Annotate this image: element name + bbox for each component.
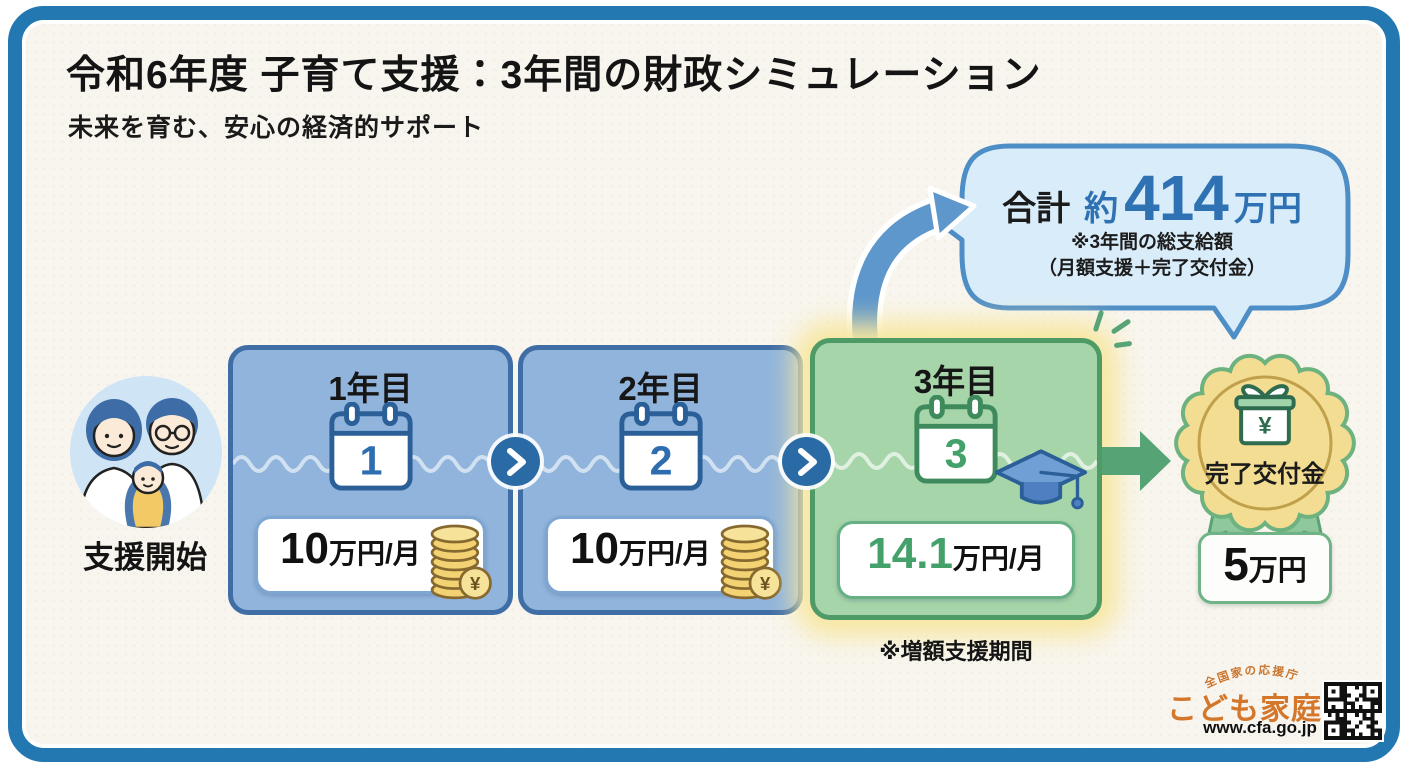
year-2-unit: 万円/月 [618, 538, 711, 569]
calendar-icon: 2 [618, 402, 703, 491]
year-2-label: 2年目 [618, 370, 703, 407]
family-illustration [70, 376, 222, 528]
completion-unit: 万円 [1248, 555, 1307, 587]
year-1-label: 1年目 [328, 370, 413, 407]
total-bubble-content: 合計 約 414 万円 ※3年間の総支給額 （月額支援＋完了交付金） [972, 162, 1332, 281]
year-2-card: 2年目 2 10 万円/月 ¥ [518, 345, 803, 615]
completion-badge: ¥ 完了交付金 5 万円 [1170, 348, 1360, 610]
year-3-amount-pill: 14.1 万円/月 [837, 521, 1075, 599]
coin-yen-symbol: ¥ [760, 573, 771, 594]
calendar-number: 3 [945, 430, 968, 476]
coin-stack-icon: ¥ [430, 524, 492, 600]
year-3-card: 3年目 3 14.1 万円/月 [810, 338, 1102, 620]
gift-yen-symbol: ¥ [1258, 413, 1272, 440]
year-3-unit: 万円/月 [952, 543, 1045, 574]
gift-icon: ¥ [1234, 384, 1296, 446]
completion-badge-label: 完了交付金 [1205, 461, 1325, 488]
total-note-line1: ※3年間の総支給額 [1070, 232, 1234, 253]
total-note-line2: （月額支援＋完了交付金） [1037, 257, 1266, 279]
support-start-label: 支援開始 [83, 540, 207, 575]
total-unit: 万円 [1233, 190, 1302, 228]
calendar-icon: 3 [914, 395, 998, 484]
year-2-amount: 10 [570, 524, 619, 573]
page-subtitle: 未来を育む、安心の経済的サポート [68, 114, 485, 142]
total-speech-bubble [939, 143, 1351, 340]
chevron-right-icon [491, 437, 540, 486]
page-title: 令和6年度 子育て支援：3年間の財政シミュレーション [66, 54, 1042, 97]
calendar-number: 1 [359, 437, 382, 483]
agency-url: www.cfa.go.jp [1203, 718, 1317, 737]
green-arrow-icon [1102, 431, 1171, 491]
coin-stack-icon: ¥ [720, 524, 782, 600]
year-1-unit: 万円/月 [328, 538, 421, 569]
year-3-amount: 14.1 [867, 529, 953, 578]
calendar-number: 2 [649, 437, 672, 483]
graduation-cap-icon [994, 449, 1088, 510]
sparkle-icon [1088, 309, 1138, 354]
agency-logo: こども家庭庁 [1167, 693, 1353, 726]
year-3-label: 3年目 [913, 363, 999, 400]
completion-amount: 5 [1223, 538, 1249, 590]
completion-amount-box: 5 万円 [1198, 532, 1332, 604]
total-amount: 414 [1124, 162, 1229, 234]
curved-arrow-icon [846, 186, 977, 346]
logo-arc-text: 全国家の応援庁 [1202, 663, 1299, 691]
total-approx: 約 [1084, 190, 1119, 228]
calendar-icon: 1 [328, 402, 413, 491]
total-amount-line: 合計 約 414 万円 [972, 162, 1332, 234]
year-1-card: 1年目 1 10 万円/月 ¥ [228, 345, 513, 615]
year-3-note: ※増額支援期間 [879, 639, 1033, 664]
year-1-amount: 10 [280, 524, 329, 573]
coin-yen-symbol: ¥ [470, 573, 481, 594]
chevron-right-icon [782, 437, 831, 486]
qr-code [1322, 680, 1384, 742]
total-label: 合計 [1002, 190, 1071, 228]
